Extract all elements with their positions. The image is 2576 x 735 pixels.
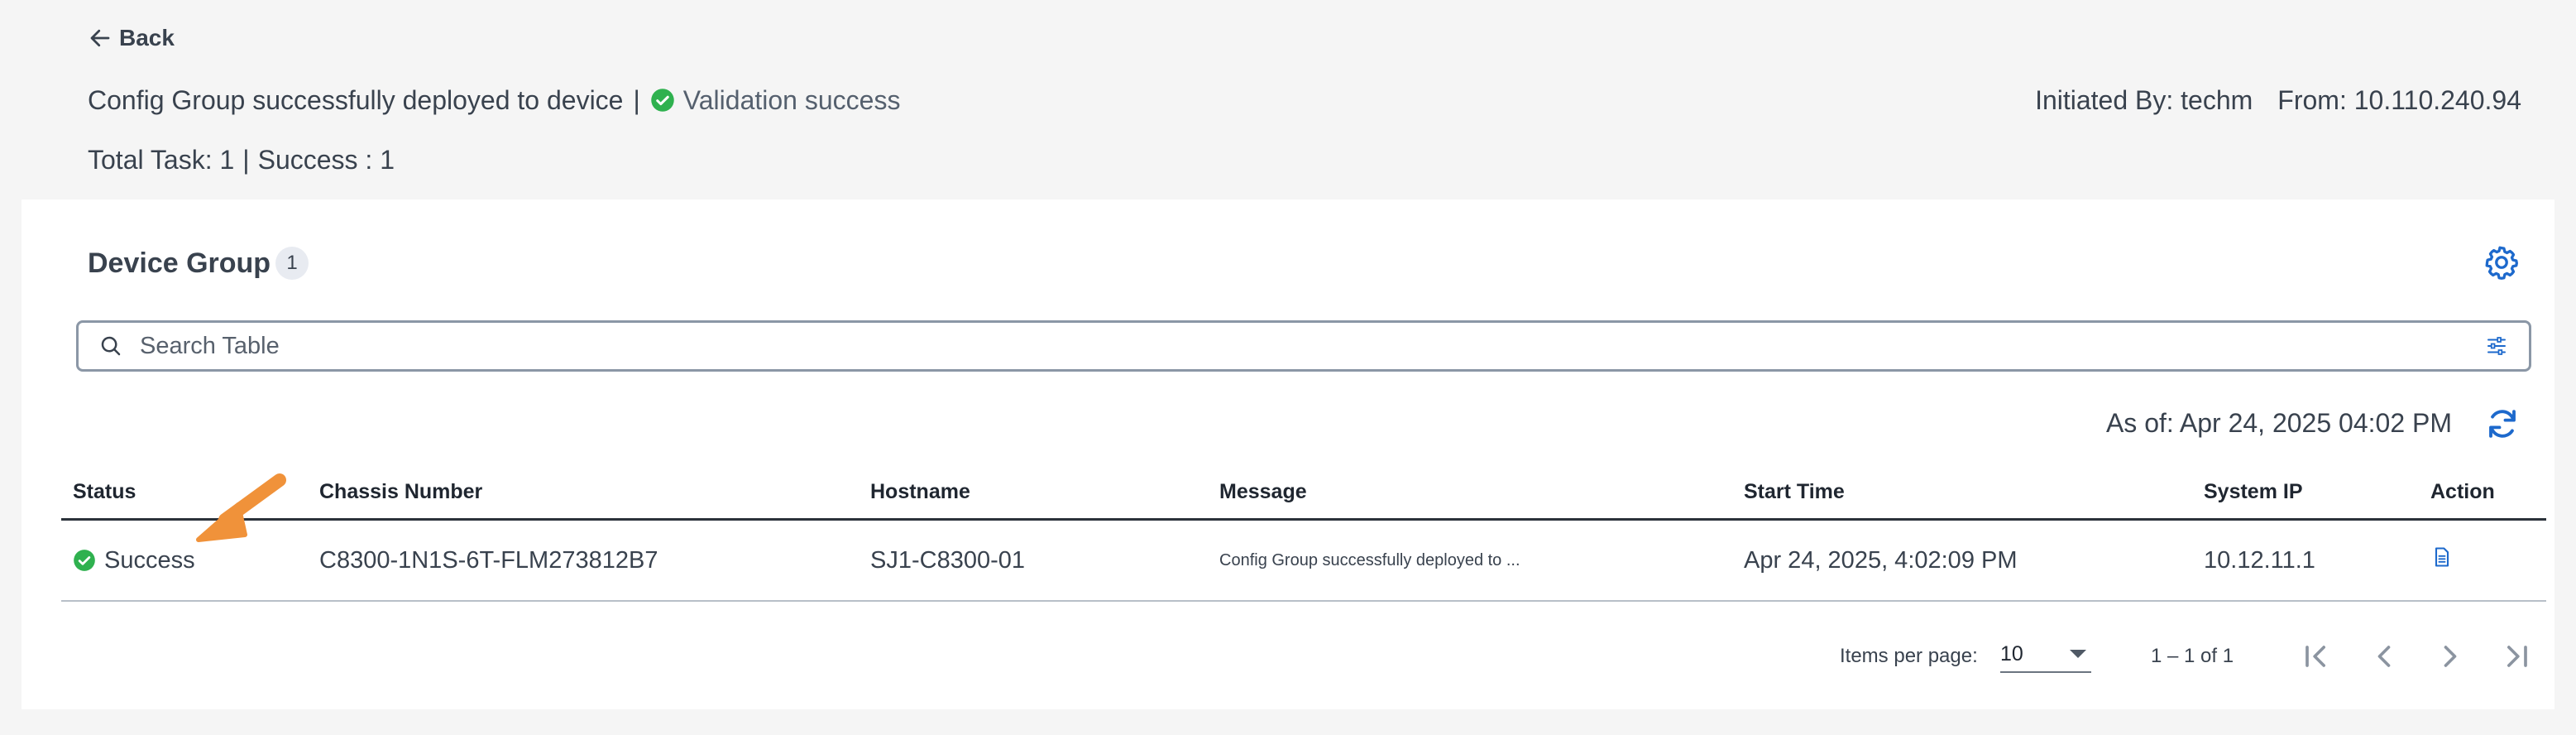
search-input[interactable] — [138, 331, 2484, 361]
pagination-range: 1 – 1 of 1 — [2151, 645, 2234, 667]
separator: | — [633, 84, 640, 115]
check-circle-icon — [74, 550, 95, 571]
chevron-down-icon — [2070, 650, 2086, 658]
orange-arrow-icon — [196, 473, 286, 542]
column-header-action: Action — [2430, 480, 2495, 503]
search-icon — [101, 336, 121, 356]
card-title-text: Device Group — [88, 247, 271, 279]
chassis-number-cell: C8300-1N1S-6T-FLM273812B7 — [319, 546, 658, 574]
message-cell: Config Group successfully deployed to ..… — [1219, 550, 1520, 569]
count-badge: 1 — [275, 247, 309, 280]
document-icon[interactable] — [2430, 545, 2454, 569]
validation-status: Validation success — [682, 84, 901, 115]
column-header-start-time[interactable]: Start Time — [1744, 480, 1845, 503]
status-text: Success — [104, 546, 195, 574]
filter-sliders-icon[interactable] — [2484, 334, 2509, 358]
column-header-chassis-number[interactable]: Chassis Number — [319, 480, 483, 503]
column-header-status[interactable]: Status — [73, 480, 136, 503]
refresh-icon[interactable] — [2485, 406, 2520, 441]
from-ip: From: 10.110.240.94 — [2277, 84, 2521, 115]
initiator-info: Initiated By: techm From: 10.110.240.94 — [2035, 81, 2521, 119]
task-totals: Total Task: 1 | Success : 1 — [88, 141, 395, 179]
status-cell: Success — [73, 521, 195, 600]
deploy-status-line: Config Group successfully deployed to de… — [88, 81, 900, 119]
success-count: Success : 1 — [257, 144, 395, 175]
next-page-icon[interactable] — [2432, 638, 2468, 675]
back-label: Back — [119, 25, 175, 50]
previous-page-icon[interactable] — [2366, 638, 2402, 675]
start-time-cell: Apr 24, 2025, 4:02:09 PM — [1744, 546, 2018, 574]
deploy-message: Config Group successfully deployed to de… — [88, 84, 624, 115]
separator: | — [242, 144, 250, 175]
table-header: Status Chassis Number Hostname Message S… — [61, 466, 2546, 521]
column-header-hostname[interactable]: Hostname — [870, 480, 970, 503]
items-per-page-value: 10 — [2000, 641, 2023, 665]
items-per-page-select[interactable]: 10 — [2000, 637, 2091, 673]
last-page-icon[interactable] — [2498, 638, 2535, 675]
action-cell — [2430, 521, 2454, 600]
arrow-left-icon — [90, 29, 110, 47]
initiated-by: Initiated By: techm — [2035, 84, 2253, 115]
first-page-icon[interactable] — [2298, 638, 2334, 675]
hostname-cell: SJ1-C8300-01 — [870, 546, 1025, 574]
device-group-card: Device Group 1 As of: Apr 24, 2025 04:02… — [22, 199, 2554, 709]
card-title: Device Group 1 — [88, 243, 309, 284]
system-ip-cell: 10.12.11.1 — [2204, 546, 2315, 574]
back-button[interactable]: Back — [88, 22, 175, 55]
check-circle-icon — [651, 89, 674, 112]
total-task: Total Task: 1 — [88, 144, 235, 175]
table-row[interactable]: Success C8300-1N1S-6T-FLM273812B7 SJ1-C8… — [61, 521, 2546, 602]
column-header-message[interactable]: Message — [1219, 480, 1307, 503]
as-of-timestamp: As of: Apr 24, 2025 04:02 PM — [2105, 407, 2452, 438]
items-per-page-label: Items per page: — [1840, 645, 1978, 667]
search-table-box — [76, 320, 2531, 372]
column-header-system-ip[interactable]: System IP — [2204, 480, 2303, 503]
gear-icon[interactable] — [2483, 244, 2520, 281]
